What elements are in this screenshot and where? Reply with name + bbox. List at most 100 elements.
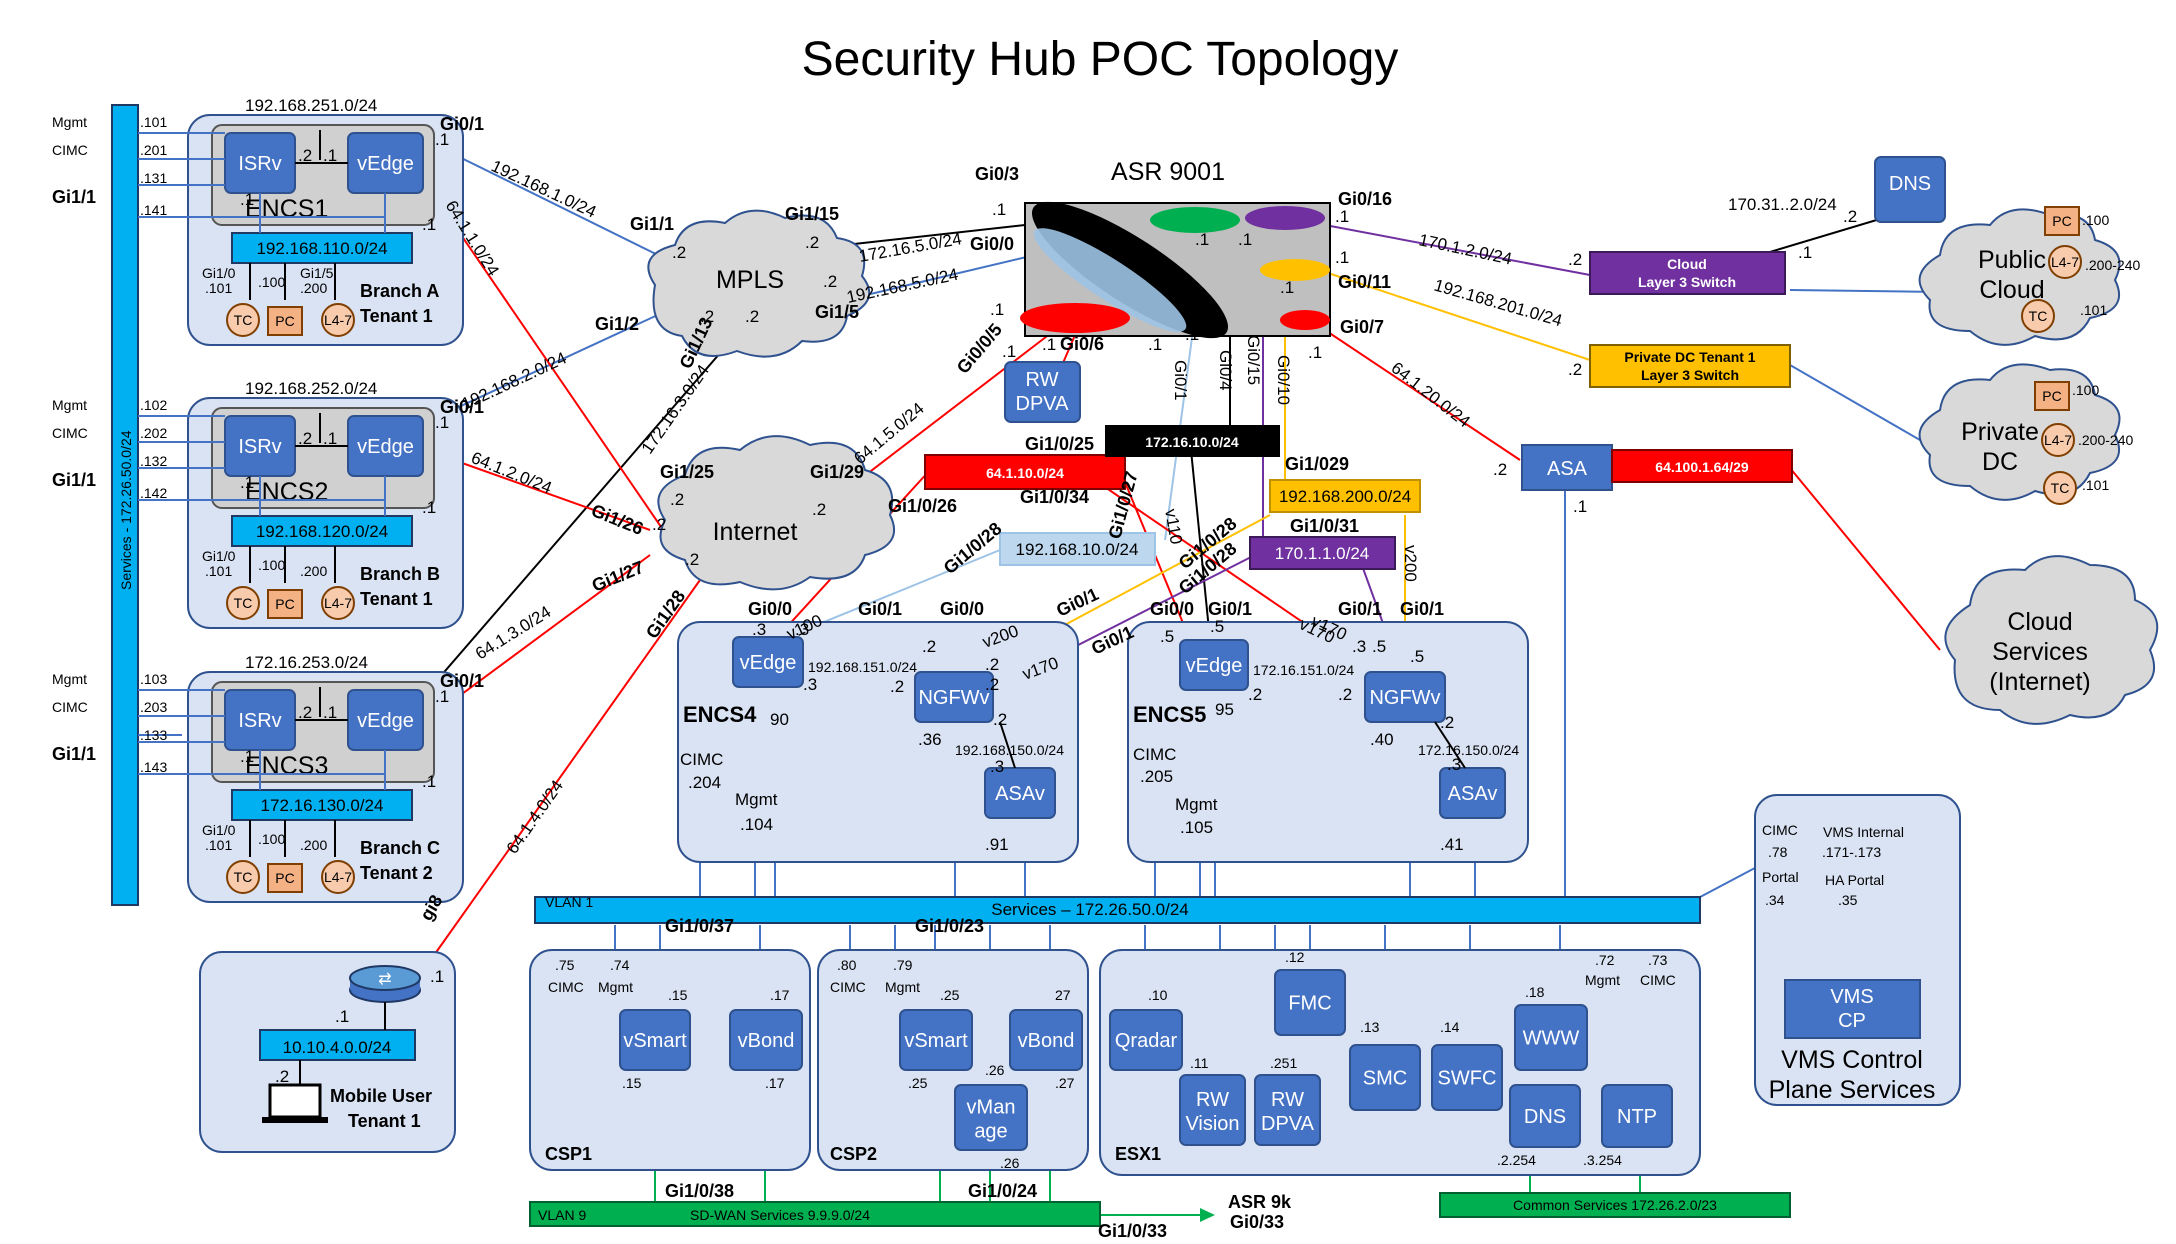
- ip: .143: [140, 759, 167, 775]
- asa-label: ASA: [1547, 458, 1588, 480]
- encs4-asav-label: ASAv: [995, 783, 1045, 805]
- label: v110: [1161, 507, 1186, 545]
- label: Gi1/0/34: [1020, 487, 1089, 507]
- cimc-label: CIMC: [52, 142, 88, 158]
- link-cloud-public: [1789, 289, 1941, 293]
- ip: .202: [140, 425, 167, 441]
- priv-tc-icon-label: TC: [2051, 480, 2070, 496]
- pc-icon-label: PC: [275, 313, 294, 329]
- label: .17: [770, 987, 790, 1003]
- label: .26: [1000, 1155, 1020, 1171]
- label: .205: [1140, 767, 1173, 786]
- label: VLAN 1: [545, 894, 593, 910]
- label: Gi0/15: [1244, 335, 1263, 385]
- asr-purple-ellipse: [1245, 206, 1325, 230]
- esx1-smc: [1349, 1044, 1421, 1111]
- label: HA Portal: [1825, 872, 1884, 888]
- priv-l47-icon-label: L4-7: [2044, 432, 2072, 448]
- branch-name: Branch C: [360, 838, 440, 858]
- hub-subnet-lightblue-label: 192.168.10.0/24: [1016, 540, 1139, 559]
- label: Gi1/5: [815, 302, 859, 322]
- mgmt-label: Mgmt: [52, 671, 87, 687]
- priv-pc-icon: [2034, 381, 2070, 411]
- label: .251: [1270, 1055, 1297, 1071]
- branch-2-lan: [231, 789, 413, 821]
- asr-9001: ASR 9001: [1020, 158, 1331, 339]
- label: Gi0/33: [1230, 1212, 1284, 1232]
- ip: .101: [205, 563, 232, 579]
- label: CSP2: [830, 1144, 877, 1164]
- esx1-fmc: [1274, 969, 1346, 1036]
- label: Gi1/1: [630, 214, 674, 234]
- gi: Gi1/0: [202, 822, 236, 838]
- label: .34: [1765, 892, 1785, 908]
- label: .2: [993, 710, 1007, 729]
- public-cloud: [1918, 208, 2121, 346]
- label: .2: [1568, 360, 1582, 379]
- ip: .132: [140, 453, 167, 469]
- label: 64.1.2.0/24: [469, 448, 555, 497]
- label: .1: [335, 1007, 349, 1026]
- ip: .100: [258, 557, 285, 573]
- label: 95: [1215, 700, 1234, 719]
- label: Gi0/3: [975, 164, 1019, 184]
- services-vertical-bar: [111, 104, 139, 906]
- label: Gi1/27: [589, 557, 647, 596]
- label: .13: [1360, 1019, 1380, 1035]
- hub-subnet-purple-label: 170.1.1.0/24: [1275, 544, 1370, 563]
- label: ENCS5: [1133, 702, 1206, 727]
- esx1-rwvision-l1: RW: [1196, 1089, 1229, 1111]
- ip: .101: [2080, 302, 2107, 318]
- esx1-swfc: [1431, 1044, 1503, 1111]
- privdc-l3-line1: Private DC Tenant 1: [1624, 349, 1755, 365]
- label: 192.168.151.0/24: [808, 659, 917, 675]
- label: .15: [622, 1075, 642, 1091]
- label: Gi0/1: [1053, 584, 1101, 621]
- label: .2: [685, 550, 699, 569]
- label: .2: [652, 515, 666, 534]
- tc-icon: [226, 303, 260, 337]
- mobile-lan: [259, 1029, 416, 1061]
- label: .1: [1308, 343, 1322, 362]
- label: Gi0/0: [970, 234, 1014, 254]
- label: .2: [985, 655, 999, 674]
- label: Gi1/26: [589, 500, 647, 539]
- branch-0-lan-label: 192.168.110.0/24: [256, 239, 387, 258]
- csp2-vbond-label: vBond: [1018, 1030, 1075, 1052]
- gi: Gi1/0: [202, 548, 236, 564]
- ip: .100: [258, 274, 285, 290]
- ip: .102: [140, 397, 167, 413]
- label: .105: [1180, 818, 1213, 837]
- branch-tenant: Tenant 1: [360, 306, 433, 326]
- priv-l47-icon: [2041, 423, 2075, 457]
- ip: .1: [323, 429, 337, 448]
- label: .5: [1160, 627, 1174, 646]
- label: .25: [940, 987, 960, 1003]
- label: v200: [1401, 545, 1420, 582]
- label: .3: [752, 620, 766, 639]
- privdc-l3-line2: Layer 3 Switch: [1641, 367, 1739, 383]
- ip: .200: [300, 837, 327, 853]
- public-tc-icon: [2021, 299, 2055, 333]
- tc-icon-label: TC: [234, 312, 253, 328]
- label: .91: [985, 835, 1009, 854]
- esx1-swfc-label: SWFC: [1438, 1068, 1497, 1090]
- esx1-www-label: WWW: [1523, 1028, 1580, 1050]
- ip: .2: [298, 703, 312, 722]
- hub-subnet-black-label: 172.16.10.0/24: [1145, 434, 1239, 450]
- encs4-vedge-label: vEdge: [740, 652, 797, 674]
- label: 27: [1055, 987, 1071, 1003]
- label: 192.168.201.0/24: [1432, 276, 1564, 331]
- label: Gi0/6: [1060, 334, 1104, 354]
- hub-subnet-purple: [1249, 536, 1396, 570]
- branch-0-subnet-top: 192.168.251.0/24: [245, 96, 377, 115]
- label: .27: [1055, 1075, 1075, 1091]
- branch-1-isrv-label: ISRv: [238, 436, 281, 458]
- cimc-label: CIMC: [52, 699, 88, 715]
- internet-cloud: Internet: [657, 435, 895, 591]
- label: 192.168.150.0/24: [955, 742, 1064, 758]
- branch-2-subnet-top: 172.16.253.0/24: [245, 653, 368, 672]
